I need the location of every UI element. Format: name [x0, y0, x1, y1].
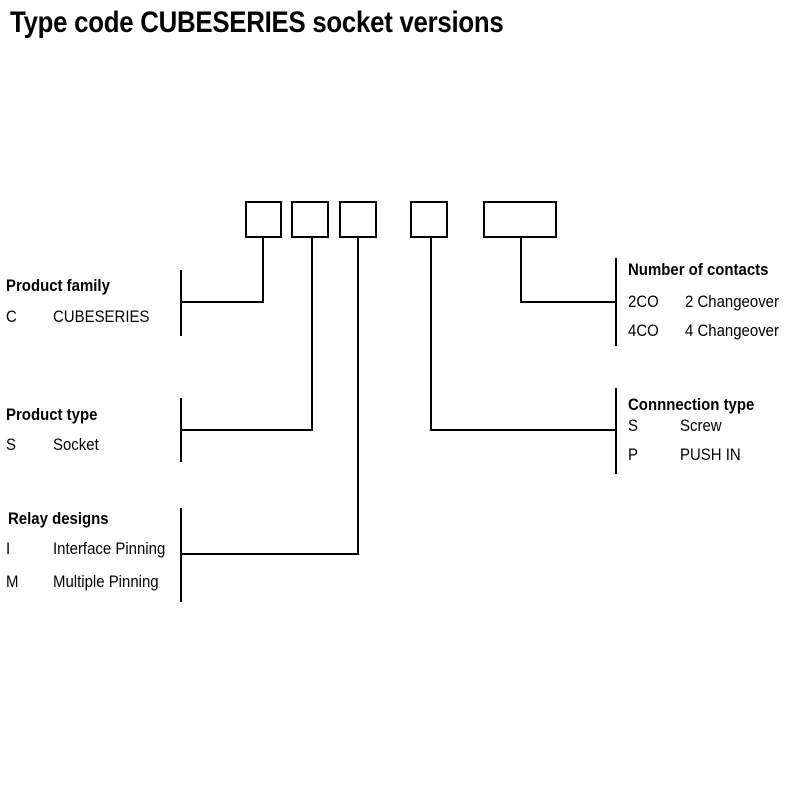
- bracket-connection-type: [615, 388, 617, 474]
- number-of-contacts-label: 2 Changeover: [685, 292, 779, 311]
- bracket-relay-designs: [180, 508, 182, 602]
- bracket-number-of-contacts: [615, 258, 617, 346]
- relay-designs-heading: Relay designs: [8, 509, 109, 528]
- connector-connection-type-horizontal: [430, 429, 616, 431]
- connector-number-of-contacts-vertical: [520, 238, 522, 302]
- code-box-product-family: [245, 201, 282, 238]
- connector-product-type-vertical: [311, 238, 313, 431]
- connection-type-label: Screw: [680, 416, 722, 435]
- relay-design-label: Multiple Pinning: [53, 572, 159, 591]
- code-box-relay-design: [339, 201, 377, 238]
- connector-connection-type-vertical: [430, 238, 432, 431]
- code-box-number-of-contacts: [483, 201, 557, 238]
- product-family-heading: Product family: [6, 276, 110, 295]
- bracket-product-family: [180, 270, 182, 336]
- number-of-contacts-label: 4 Changeover: [685, 321, 779, 340]
- code-box-product-type: [291, 201, 329, 238]
- number-of-contacts-code: 4CO: [628, 321, 659, 340]
- number-of-contacts-heading: Number of contacts: [628, 260, 769, 279]
- connector-product-family-vertical: [262, 238, 264, 302]
- relay-design-code: M: [6, 572, 19, 591]
- connector-product-family-horizontal: [181, 301, 264, 303]
- bracket-product-type: [180, 398, 182, 462]
- connector-relay-designs-horizontal: [181, 553, 359, 555]
- product-family-label: CUBESERIES: [53, 307, 150, 326]
- product-type-label: Socket: [53, 435, 99, 454]
- relay-design-label: Interface Pinning: [53, 539, 166, 558]
- connection-type-label: PUSH IN: [680, 445, 741, 464]
- product-type-code: S: [6, 435, 16, 454]
- connection-type-code: P: [628, 445, 638, 464]
- page-title: Type code CUBESERIES socket versions: [10, 6, 504, 39]
- code-box-connection-type: [410, 201, 448, 238]
- product-type-heading: Product type: [6, 405, 98, 424]
- connector-number-of-contacts-horizontal: [520, 301, 616, 303]
- number-of-contacts-code: 2CO: [628, 292, 659, 311]
- relay-design-code: I: [6, 539, 11, 558]
- connector-relay-designs-vertical: [357, 238, 359, 555]
- connector-product-type-horizontal: [181, 429, 313, 431]
- connection-type-heading: Connnection type: [628, 395, 755, 414]
- product-family-code: C: [6, 307, 17, 326]
- connection-type-code: S: [628, 416, 638, 435]
